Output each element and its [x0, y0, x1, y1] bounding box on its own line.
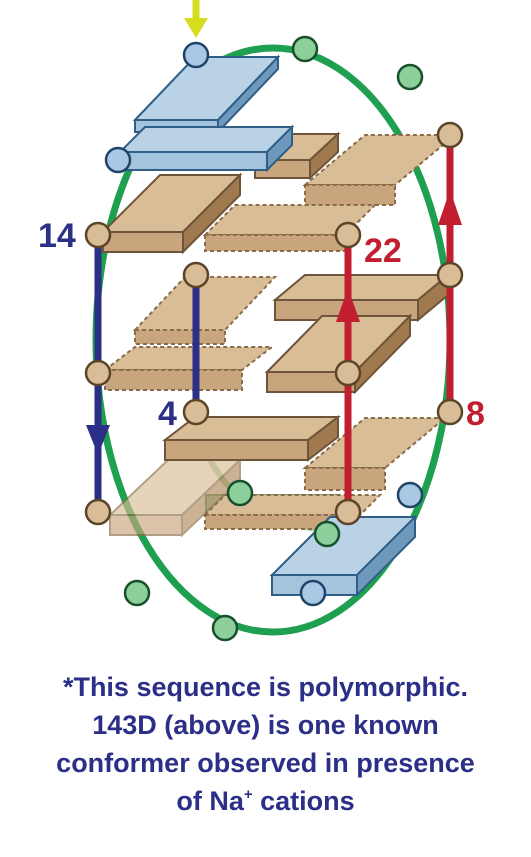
- tetrad-back-2: [202, 204, 378, 252]
- guanine-nucleotides: [84, 121, 464, 526]
- tetrad-solid-2: [100, 172, 243, 255]
- label-14: 14: [38, 217, 76, 255]
- label-4: 4: [158, 395, 177, 433]
- caption-line-4-post: cations: [252, 786, 355, 816]
- label-8: 8: [466, 395, 485, 433]
- caption-line-1: *This sequence is polymorphic.: [62, 672, 469, 702]
- strand-arrow-up-icon: [438, 190, 462, 225]
- caption: *This sequence is polymorphic. 143D (abo…: [0, 668, 531, 820]
- caption-line-2: 143D (above) is one known: [92, 710, 439, 740]
- tetrad-back-5: [302, 417, 448, 491]
- tetrad-blue-top-1: [132, 54, 281, 135]
- tetrad-solid-3: [272, 272, 451, 323]
- tetrad-solid-5: [162, 414, 341, 463]
- caption-cation-charge: +: [243, 786, 253, 803]
- loop-nucleotides: [123, 35, 424, 642]
- label-22: 22: [364, 232, 402, 270]
- caption-line-4-pre: of Na: [176, 786, 244, 816]
- tetrad-back-3: [132, 276, 278, 345]
- strand-arrow-down-icon: [86, 425, 110, 455]
- g-quadruplex-diagram: 14 4 22 8: [38, 0, 485, 642]
- caption-line-4: of Na+ cations: [0, 782, 531, 820]
- blue-nucleotides: [104, 41, 424, 607]
- tetrad-solid-1: [252, 131, 341, 181]
- strand-arrow-up-icon: [336, 288, 360, 322]
- entry-arrow-icon: [184, 0, 208, 38]
- tetrad-blue-top-2: [117, 124, 295, 173]
- tetrad-back-4: [102, 346, 275, 391]
- caption-line-3: conformer observed in presence: [56, 748, 475, 778]
